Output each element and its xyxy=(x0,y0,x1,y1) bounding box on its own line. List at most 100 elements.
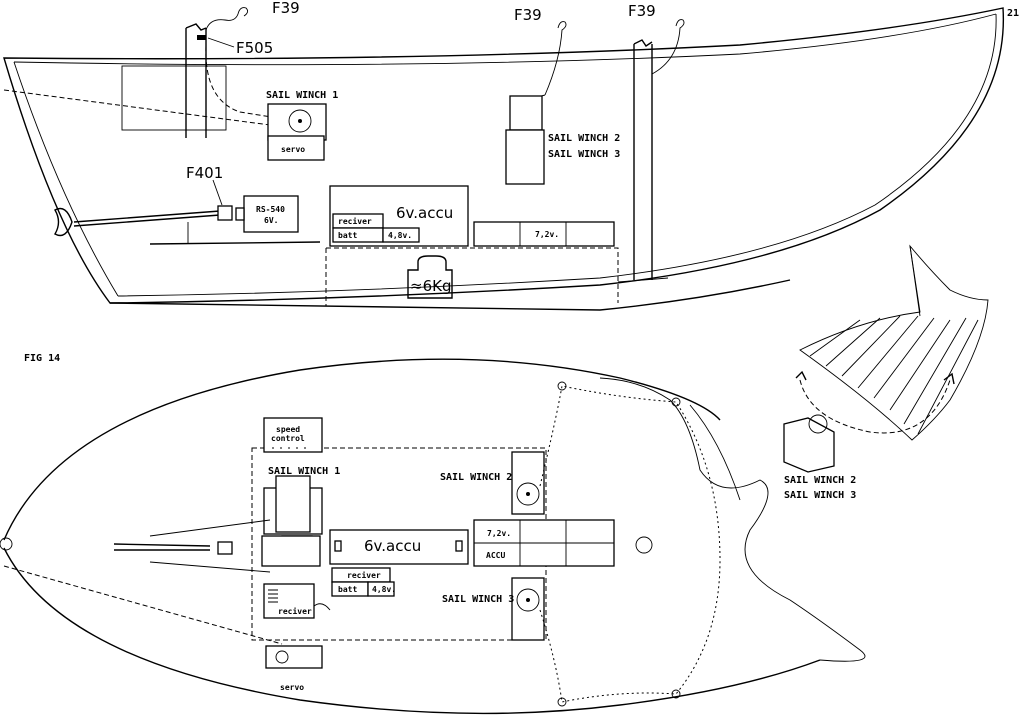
side-receiver-label: reciver xyxy=(338,216,372,226)
detail-arrow-head-a xyxy=(795,370,807,381)
labels: F39 F39 F39 F505 F401 21 SAIL WINCH 1 se… xyxy=(24,0,1019,692)
side-batt-label: batt xyxy=(338,231,357,240)
detail-sail-winch-3-label: SAIL WINCH 3 xyxy=(784,490,856,501)
side-callout-f505: F505 xyxy=(236,39,273,57)
side-ballast-area xyxy=(325,247,619,306)
side-batt-box-right xyxy=(382,227,420,243)
top-view xyxy=(0,358,866,715)
side-ballast-weight xyxy=(407,255,453,299)
side-f39-squiggle-c xyxy=(651,19,685,75)
top-receiver-label: reciver xyxy=(347,570,381,580)
top-shaft-tube xyxy=(149,519,271,573)
side-f39-squiggle-a xyxy=(205,7,249,31)
side-pack-voltage: 7,2v. xyxy=(535,230,559,239)
side-callout-f39-c: F39 xyxy=(628,2,656,20)
side-hatch xyxy=(121,65,227,131)
top-rudder-line xyxy=(3,565,283,645)
side-transom xyxy=(13,61,119,297)
side-main-battery-label: 6v.accu xyxy=(396,204,453,222)
side-drive-pack xyxy=(473,221,615,247)
side-mast-1-band xyxy=(197,35,206,40)
side-callout-f39-b: F39 xyxy=(514,6,542,24)
side-floor-left xyxy=(149,241,321,245)
detail-sheet-arc xyxy=(799,379,951,434)
side-winch-1-drum xyxy=(288,109,312,133)
top-servo-label: servo xyxy=(280,683,304,692)
side-motor-flange xyxy=(235,207,245,221)
detail-sail-winch-2-label: SAIL WINCH 2 xyxy=(784,475,856,486)
top-hull-outline xyxy=(3,358,821,715)
top-servo-horn xyxy=(275,650,289,664)
top-receiver-unit-label: reciver xyxy=(278,606,312,616)
detail-sail-shape xyxy=(799,244,989,441)
top-fairlead-1 xyxy=(557,381,567,391)
top-batt-label: batt xyxy=(338,585,357,594)
top-sheet-line-lower xyxy=(539,559,721,703)
top-antenna-wire xyxy=(313,603,331,611)
top-drive-pack-dividers xyxy=(474,520,614,566)
side-motor-label-1: RS-540 xyxy=(256,205,285,214)
side-sail-winch-2-label: SAIL WINCH 2 xyxy=(548,133,620,144)
side-servo-label: servo xyxy=(281,145,305,154)
top-sail-winch-3-label: SAIL WINCH 3 xyxy=(442,594,514,605)
top-winch-3-hub xyxy=(526,598,530,602)
side-view xyxy=(3,7,1005,311)
side-ballast-label: ≈6Kg xyxy=(410,277,451,295)
side-callout-f401: F401 xyxy=(186,164,223,182)
top-servo xyxy=(265,645,323,669)
top-batt-box-right xyxy=(367,581,395,597)
side-rudder-line xyxy=(3,89,271,126)
top-sail-winch-1-label: SAIL WINCH 1 xyxy=(268,466,340,477)
top-winch-2-drum xyxy=(516,482,540,506)
side-sail-winch-2 xyxy=(509,95,543,131)
top-fairlead-2 xyxy=(671,397,681,407)
top-winch-1-body xyxy=(275,475,311,533)
top-pack-voltage: 7,2v. xyxy=(487,529,511,538)
side-sail-winch-1 xyxy=(267,103,327,141)
side-f401-leader xyxy=(212,179,223,206)
top-cut-edge xyxy=(599,377,866,662)
side-batt-voltage: 4,8v. xyxy=(388,231,412,240)
side-mast-1 xyxy=(185,23,207,138)
side-coupling xyxy=(217,205,233,221)
top-speed-control-label-1: speed xyxy=(276,425,300,434)
top-battery-terminal-left xyxy=(334,540,342,552)
top-speed-control-label-2: control xyxy=(271,434,305,443)
side-mast-2-base xyxy=(617,277,669,283)
top-speed-control xyxy=(263,417,323,453)
top-sail-winch-3 xyxy=(511,577,545,641)
side-sail-winch-1-label: SAIL WINCH 1 xyxy=(266,90,338,101)
side-hull-outline xyxy=(3,7,1005,304)
side-sheet-1 xyxy=(205,45,291,121)
detail-winch-drum xyxy=(808,414,828,434)
side-sail-winch-3 xyxy=(505,129,545,185)
side-motor xyxy=(243,195,299,233)
side-prop-shaft xyxy=(73,210,221,227)
figure-label: FIG 14 xyxy=(24,353,60,364)
top-equipment-area xyxy=(251,447,547,641)
top-battery-terminal-right xyxy=(455,540,463,552)
top-main-battery-label: 6v.accu xyxy=(364,537,421,555)
top-battery-block xyxy=(329,529,469,565)
side-winch-1-hub xyxy=(298,119,302,123)
side-servo-box xyxy=(267,135,325,161)
detail-arrow-head-b xyxy=(943,372,955,385)
top-fairlead-4 xyxy=(671,689,681,699)
top-prop-shaft xyxy=(113,543,211,551)
top-motor xyxy=(261,535,321,567)
top-receiver-unit-vents xyxy=(268,589,278,603)
top-cut-edge-b xyxy=(689,404,741,501)
detail-sail-hatching xyxy=(809,315,979,435)
detail-view xyxy=(783,244,989,473)
top-sheet-line-upper xyxy=(539,385,721,561)
side-propeller xyxy=(54,207,73,237)
side-mast-2 xyxy=(633,39,653,280)
side-f505-leader xyxy=(207,37,235,48)
top-winch-3-drum xyxy=(516,588,540,612)
top-winch-2-hub xyxy=(526,492,530,496)
top-coupling xyxy=(217,541,233,555)
side-hull-sheer-inner xyxy=(13,13,997,66)
side-keel-line xyxy=(109,279,791,311)
